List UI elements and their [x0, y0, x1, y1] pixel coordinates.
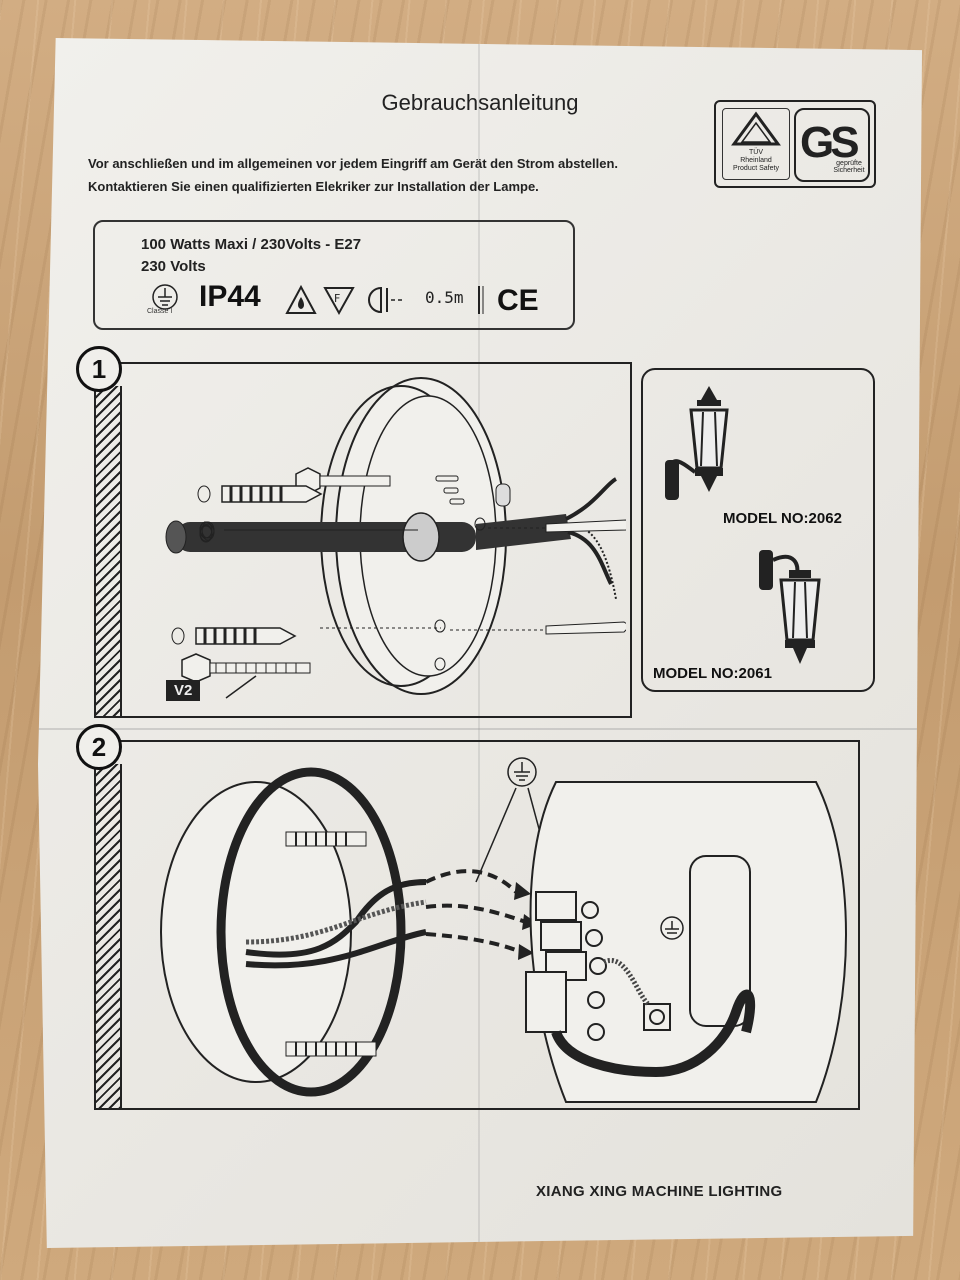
- spec-voltage: 230 Volts: [141, 258, 206, 275]
- tuv-text-1: TÜV: [749, 149, 763, 156]
- spec-wattage: 100 Watts Maxi / 230Volts - E27: [141, 236, 362, 253]
- step-2-panel: 2: [76, 724, 860, 1110]
- warning-line-1: Vor anschließen und im allgemeinen vor j…: [88, 156, 618, 171]
- document-title: Gebrauchsanleitung: [381, 90, 579, 115]
- terminal-block: [525, 891, 607, 1041]
- ce-mark: CE: [497, 284, 539, 317]
- hanging-lantern-icon: [759, 550, 821, 664]
- fold-line-horizontal: [38, 728, 922, 730]
- warning-line-2: Kontaktieren Sie einen qualifizierten El…: [88, 179, 539, 194]
- lamp-distance-icon: [368, 286, 403, 314]
- manufacturer-footer: XIANG XING MACHINE LIGHTING: [536, 1183, 783, 1200]
- triangle-warning-icon: [285, 284, 317, 314]
- step-1-panel: 1: [76, 346, 632, 718]
- step-2-number: 2: [76, 724, 122, 770]
- spec-box: 100 Watts Maxi / 230Volts - E27 230 Volt…: [93, 220, 575, 330]
- class-label: Classe I: [147, 308, 173, 315]
- svg-text:F: F: [334, 292, 340, 305]
- wall-hatch-2: [96, 764, 122, 1108]
- model-label-2062: MODEL NO:2062: [723, 510, 842, 527]
- part-label-v2: V2: [166, 680, 201, 701]
- certification-logos: TÜV Rheinland Product Safety GS geprüfte…: [714, 100, 876, 188]
- wiring-diagram: [160, 757, 847, 1103]
- gs-mark: GS: [800, 118, 860, 167]
- f-mark-icon: F: [323, 287, 355, 316]
- earth-ground-icon: [152, 284, 178, 310]
- tuv-triangle-icon: [731, 111, 781, 146]
- model-label-2061: MODEL NO:2061: [653, 665, 772, 682]
- gs-subtext: geprüfte Sicherheit: [833, 160, 865, 174]
- wall-lantern-icon: [665, 386, 729, 500]
- tuv-logo: TÜV Rheinland Product Safety: [722, 108, 790, 180]
- mounting-diagram: [165, 377, 626, 699]
- step-1-number: 1: [76, 346, 122, 392]
- ip-rating: IP44: [199, 280, 261, 313]
- distance-wall-icon: [478, 286, 484, 314]
- instruction-sheet: Gebrauchsanleitung Vor anschließen und i…: [38, 38, 922, 1248]
- min-distance: 0.5m: [425, 288, 464, 307]
- tuv-text-3: Product Safety: [733, 165, 779, 172]
- wall-hatch: [96, 386, 122, 716]
- gs-logo: GS geprüfte Sicherheit: [794, 108, 870, 182]
- tuv-text-2: Rheinland: [740, 157, 772, 164]
- model-panel: MODEL NO:2062 MODEL NO:2061: [641, 368, 875, 692]
